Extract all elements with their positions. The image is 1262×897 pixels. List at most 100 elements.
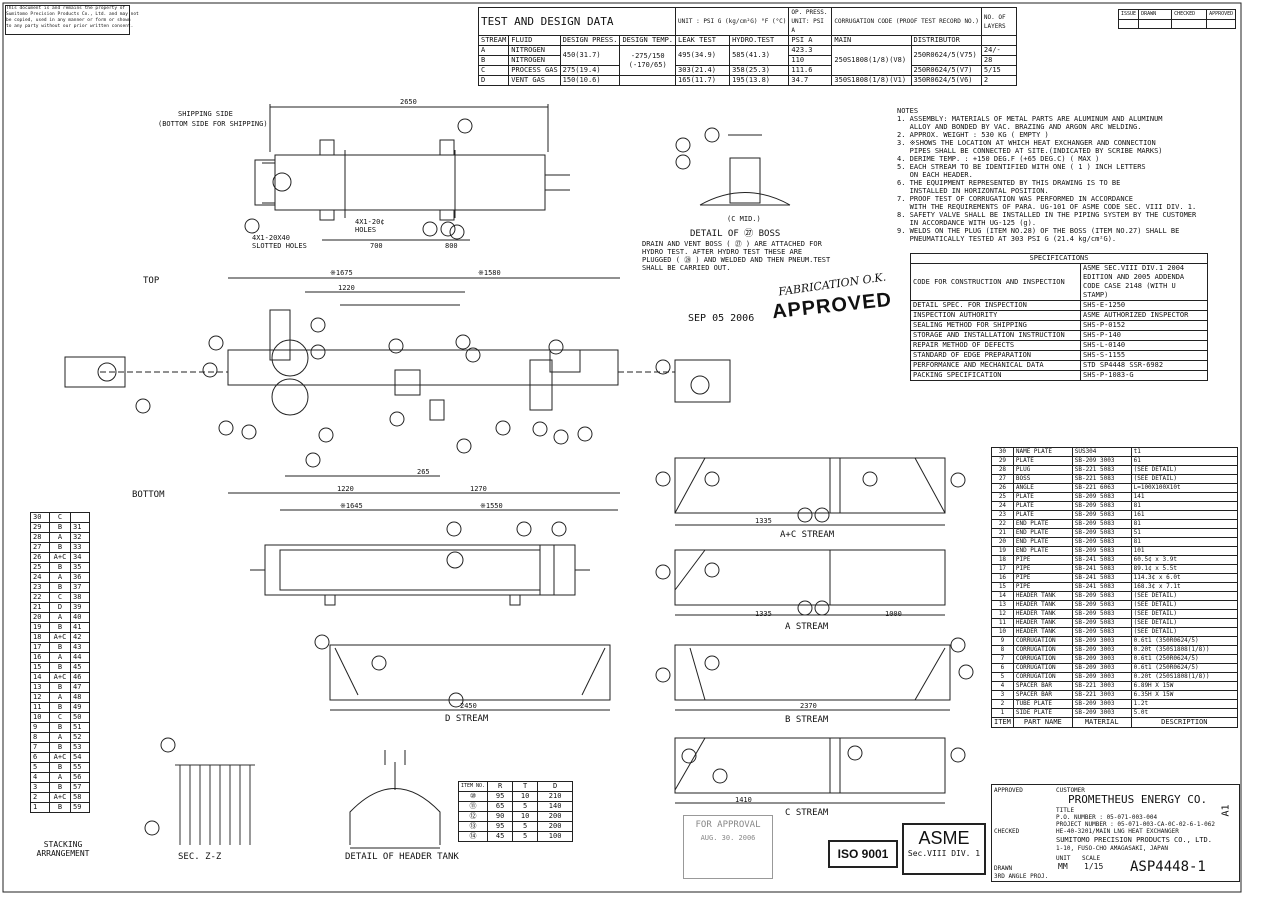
parts-cell: SB-241 5083 [1071,582,1132,592]
stacking-cell: 58 [70,792,90,803]
test-table-op-press: OP. PRESS. UNIT: PSI A [788,7,833,36]
parts-header: MATERIAL [1071,717,1132,728]
shipping-note: (BOTTOM SIDE FOR SHIPPING) [158,120,268,128]
stacking-cell: 18 [30,632,50,643]
notes-block: NOTES 1. ASSEMBLY: MATERIALS OF METAL PA… [897,107,1196,243]
parts-cell: SB-241 5083 [1071,573,1132,583]
stacking-cell: 33 [70,542,90,553]
stacking-cell: A [49,652,71,663]
parts-cell: 19 [991,546,1014,556]
stacking-cell: B [49,762,71,773]
stacking-cell: 42 [70,632,90,643]
test-table-unit: UNIT : PSI G (kg/cm²G) °F (°C) [675,7,790,36]
parts-cell: 81 [1130,537,1239,547]
iso-badge: ISO 9001 [828,840,898,868]
parts-cell: 168.3¢ x 7.1t [1130,582,1239,592]
parts-cell: SB-209 3003 [1071,456,1132,466]
for-approval-text: FOR APPROVAL [695,820,761,830]
stacking-cell: 40 [70,612,90,623]
parts-cell: 1 [991,708,1014,718]
parts-cell: 81 [1130,519,1239,529]
col-header: DESIGN PRESS. [559,35,621,46]
approval-date-text: AUG. 30. 2006 [700,834,756,842]
parts-cell: CORRUGATION [1012,645,1073,655]
parts-cell: CORRUGATION [1012,672,1073,682]
spec-key: SEALING METHOD FOR SHIPPING [910,320,1081,331]
drawing-description: HE-40-3201/MAIN LNG HEAT EXCHANGER [1056,828,1179,835]
note-line: ON EACH HEADER. [897,171,973,179]
stacking-cell: A [49,692,71,703]
disclaimer-box: This document is and remains the propert… [5,5,139,35]
stacking-cell: B [49,802,71,813]
spec-val: SHS-S-1155 [1080,350,1208,361]
cell: NITROGEN [508,45,561,56]
top-view-label: TOP [143,276,160,286]
stacking-cell: 53 [70,742,90,753]
header-tank-cell: 95 [487,791,514,802]
header-tank-cell: 140 [537,801,574,812]
stacking-cell: 22 [30,592,50,603]
header-tank-cell: 200 [537,821,574,832]
parts-cell: 20 [991,537,1014,547]
dim-1410: 1410 [735,796,752,804]
parts-cell: SB-209 5083 [1071,492,1132,502]
cell: 5/15 [980,65,1017,76]
stacking-cell: A+C [49,752,71,763]
parts-cell: PLATE [1012,492,1073,502]
parts-cell: SB-209 3003 [1071,645,1132,655]
test-table-title: TEST AND DESIGN DATA [477,7,677,36]
parts-cell: END PLATE [1012,519,1073,529]
note-line: 6. THE EQUIPMENT REPRESENTED BY THIS DRA… [897,179,1121,187]
stacking-cell: 32 [70,532,90,543]
spec-key: STORAGE AND INSTALLATION INSTRUCTION [910,330,1081,341]
parts-cell: 24 [991,501,1014,511]
stack-stream: C [49,512,71,523]
parts-cell: HEADER TANK [1012,600,1073,610]
stacking-cell: 7 [30,742,50,753]
cell: 495(34.9) [675,45,731,66]
stacking-cell: B [49,782,71,793]
parts-cell: 3 [991,690,1014,700]
stacking-cell: 3 [30,782,50,793]
spec-val: SHS-P-0152 [1080,320,1208,331]
parts-cell: 22 [991,519,1014,529]
test-table-corr-code: CORRUGATION CODE (PROOF TEST RECORD NO.) [831,7,982,36]
parts-cell: 25 [991,492,1014,502]
parts-cell: 12 [991,609,1014,619]
parts-cell: 2 [991,699,1014,709]
note-line: ALLOY AND BONDED BY VAC. BRAZING AND ARG… [897,123,1142,131]
parts-cell: 8 [991,645,1014,655]
stacking-cell: B [49,622,71,633]
parts-cell: PLATE [1012,501,1073,511]
stacking-cell: 51 [70,722,90,733]
parts-cell: 30 [991,447,1014,457]
spec-val: SHS-E-1250 [1080,300,1208,311]
stacking-cell: 46 [70,672,90,683]
parts-cell: 7 [991,654,1014,664]
spec-val: ASME SEC.VIII DIV.1 2004 EDITION AND 200… [1080,263,1208,301]
parts-cell: 81 [1130,501,1239,511]
parts-cell: BOSS [1012,474,1073,484]
boss-note-line: SHALL BE CARRIED OUT. [642,264,731,272]
note-line: 3. ※SHOWS THE LOCATION AT WHICH HEAT EXC… [897,139,1156,147]
dim-1220-bottom: 1220 [337,485,354,493]
col-header: STREAM [477,35,510,46]
note-line: 2. APPROX. WEIGHT : 530 KG ( EMPTY ) [897,131,1049,139]
parts-cell: SB-209 3003 [1071,708,1132,718]
parts-cell: (SEE DETAIL) [1130,618,1239,628]
